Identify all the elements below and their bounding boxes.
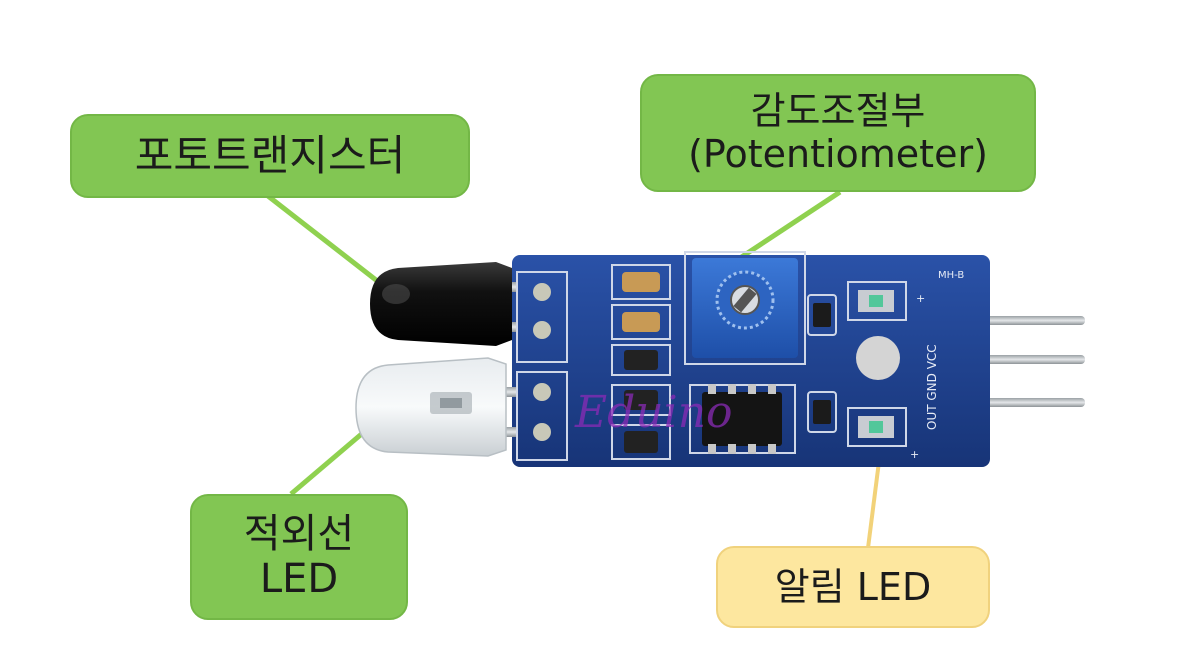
ir-led-component (355, 357, 516, 457)
phototransistor-leader (266, 194, 387, 289)
ir-led-label-line1: 적외선 (243, 511, 355, 558)
phototransistor-label: 포토트랜지스터 (70, 114, 470, 198)
ir-led-label-line2: LED (259, 556, 339, 602)
alarm-led-label-text: 알림 LED (774, 564, 932, 609)
pcb-pin-labels: OUT GND VCC (925, 344, 939, 430)
watermark-text: Eduino (574, 387, 733, 438)
potentiometer-label: 감도조절부 (Potentiometer) (640, 74, 1036, 192)
svg-text:+: + (910, 448, 919, 461)
potentiometer-label-line2: (Potentiometer) (688, 132, 988, 176)
svg-text:+: + (916, 292, 925, 305)
ir-led-label: 적외선 LED (190, 494, 408, 620)
pcb-model-text: MH-B (938, 270, 964, 281)
potentiometer-label-line1: 감도조절부 (750, 89, 926, 134)
alarm-led-label: 알림 LED (716, 546, 990, 628)
pcb-board: + + MH-B OUT GND VCC Eduino (512, 251, 990, 467)
phototransistor-component (370, 262, 516, 346)
phototransistor-label-text: 포토트랜지스터 (134, 131, 406, 181)
potentiometer-leader (738, 189, 842, 261)
